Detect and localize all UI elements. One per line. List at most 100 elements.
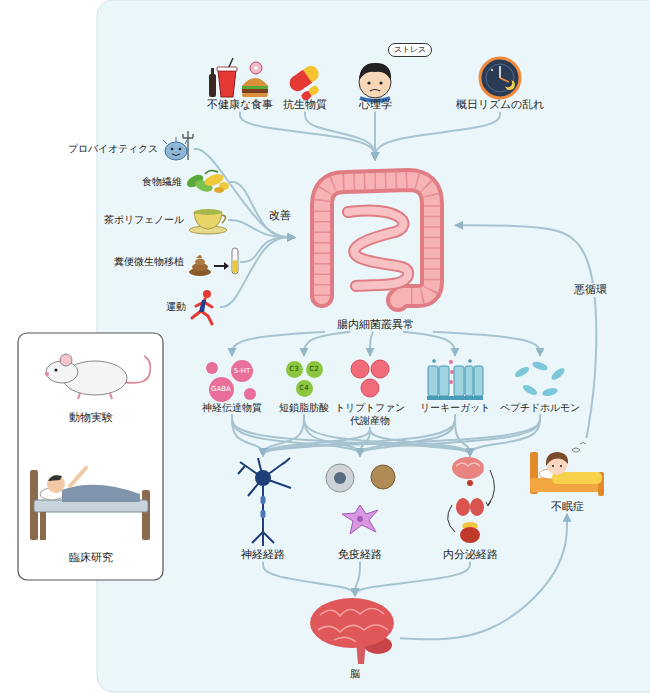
antibiotic-icon xyxy=(286,63,321,102)
bed-illustration xyxy=(48,475,62,481)
leaky-gut-icon xyxy=(427,359,483,400)
node-label: 不健康な食事 xyxy=(207,98,273,112)
node-label: 食物繊維 xyxy=(142,176,182,189)
molecule-circle: GABA xyxy=(209,377,234,402)
icon-area xyxy=(528,438,606,500)
peptide-hormone-icon xyxy=(550,366,567,382)
improvement-factor: 糞便微生物移植 xyxy=(114,246,240,278)
immune-cells-icon xyxy=(357,516,363,522)
icon-area xyxy=(440,456,500,548)
immune-cells-icon xyxy=(371,465,395,489)
node-label: 神経伝達物質 xyxy=(202,402,262,415)
neuron-icon xyxy=(238,458,291,496)
node-label: 短鎖脂肪酸 xyxy=(279,402,329,415)
node-label: 心理学 xyxy=(359,98,392,112)
flow-arrow xyxy=(433,332,540,356)
immune-cells-icon xyxy=(334,472,346,484)
node-label: 5-HT xyxy=(234,368,251,375)
node-label: 脳 xyxy=(350,668,360,681)
icon-area xyxy=(320,456,400,548)
insomnia-illustration xyxy=(552,465,554,467)
peptide-hormone-icon xyxy=(541,387,558,398)
clock-icon xyxy=(491,69,493,71)
endocrine-icon xyxy=(448,470,495,532)
runner-icon xyxy=(203,290,211,298)
junk-food-icon xyxy=(209,58,268,97)
fecal-transplant-icon xyxy=(195,259,205,266)
tea-icon xyxy=(189,209,227,234)
clock-icon xyxy=(499,66,501,78)
insomnia-illustration xyxy=(572,443,586,453)
speech-bubble: ストレス xyxy=(388,43,432,57)
clock-icon xyxy=(480,58,520,98)
risk-factor: 心理学ストレス xyxy=(355,58,395,112)
flow-arrow xyxy=(355,562,470,596)
flow-arrow xyxy=(220,237,295,307)
study-panel-frame xyxy=(18,333,163,580)
icon-area xyxy=(228,456,298,548)
leaky-gut-icon xyxy=(427,396,483,400)
molecule-circle: 5-HT xyxy=(231,360,253,382)
stress-face-icon xyxy=(367,81,370,84)
icon-area xyxy=(188,246,240,278)
tryptophan-icon xyxy=(371,360,389,378)
icon-area xyxy=(285,58,325,98)
node-label: 抗生物質 xyxy=(283,98,327,112)
pathway: 神経経路 xyxy=(228,456,298,562)
icon-area xyxy=(295,160,455,318)
study-panel: 動物実験臨床研究 xyxy=(18,333,163,580)
brain-illustration xyxy=(310,598,394,664)
risk-factor: 抗生物質 xyxy=(283,58,327,112)
icon-area xyxy=(478,58,522,98)
icon-area xyxy=(512,356,568,402)
improvement-factor: 茶ポリフェノール xyxy=(104,205,228,235)
node-label: 運動 xyxy=(166,301,186,314)
intestine-illustration xyxy=(348,211,408,286)
icon-area xyxy=(162,134,194,164)
flow-arrow xyxy=(232,415,360,457)
peptide-hormone-icon xyxy=(513,360,566,397)
node-label: 神経経路 xyxy=(241,548,285,562)
pathway: 内分泌経路 xyxy=(440,456,500,562)
junk-food-icon xyxy=(211,68,214,75)
node-label: 臨床研究 xyxy=(18,551,163,565)
stress-face-icon xyxy=(379,81,382,84)
antibiotic-icon xyxy=(307,84,320,96)
risk-factor: 概日リズムの乱れ xyxy=(456,58,544,112)
node-label: GABA xyxy=(211,386,231,393)
flow-arrow xyxy=(305,112,375,160)
fiber-icon xyxy=(214,187,224,193)
pathway: 免疫経路 xyxy=(320,456,400,562)
stress-face-icon xyxy=(370,90,380,92)
node-label: 不眠症 xyxy=(551,500,584,514)
junk-food-icon xyxy=(254,66,258,70)
immune-cells-icon xyxy=(326,464,395,534)
fecal-transplant-icon xyxy=(214,265,224,267)
endocrine-icon xyxy=(467,480,473,486)
leaky-gut-icon xyxy=(439,366,449,396)
runner-icon xyxy=(192,290,212,324)
rat-illustration xyxy=(45,372,49,376)
brain-illustration xyxy=(310,598,394,648)
leaky-gut-icon xyxy=(468,359,472,363)
bed-illustration xyxy=(62,485,140,502)
brain-illustration xyxy=(318,609,388,643)
junk-food-icon xyxy=(229,58,233,67)
study-panel-frame xyxy=(18,333,163,580)
junk-food-icon xyxy=(218,70,236,97)
endocrine-icon xyxy=(448,457,495,543)
bed-illustration xyxy=(70,468,86,486)
flow-arrow xyxy=(230,182,295,237)
probiotic-icon xyxy=(172,154,180,156)
immune-cells-icon xyxy=(342,505,378,534)
endocrine-icon xyxy=(486,501,491,506)
node-label: 動物実験 xyxy=(18,411,163,425)
clock-icon xyxy=(505,80,515,90)
tryptophan-icon xyxy=(361,379,379,397)
peptide-hormone-icon xyxy=(521,383,538,397)
rat-illustration xyxy=(78,393,112,399)
probiotic-icon xyxy=(171,148,174,151)
mediator: リーキーガット xyxy=(420,356,490,415)
probiotic-icon xyxy=(163,131,193,160)
